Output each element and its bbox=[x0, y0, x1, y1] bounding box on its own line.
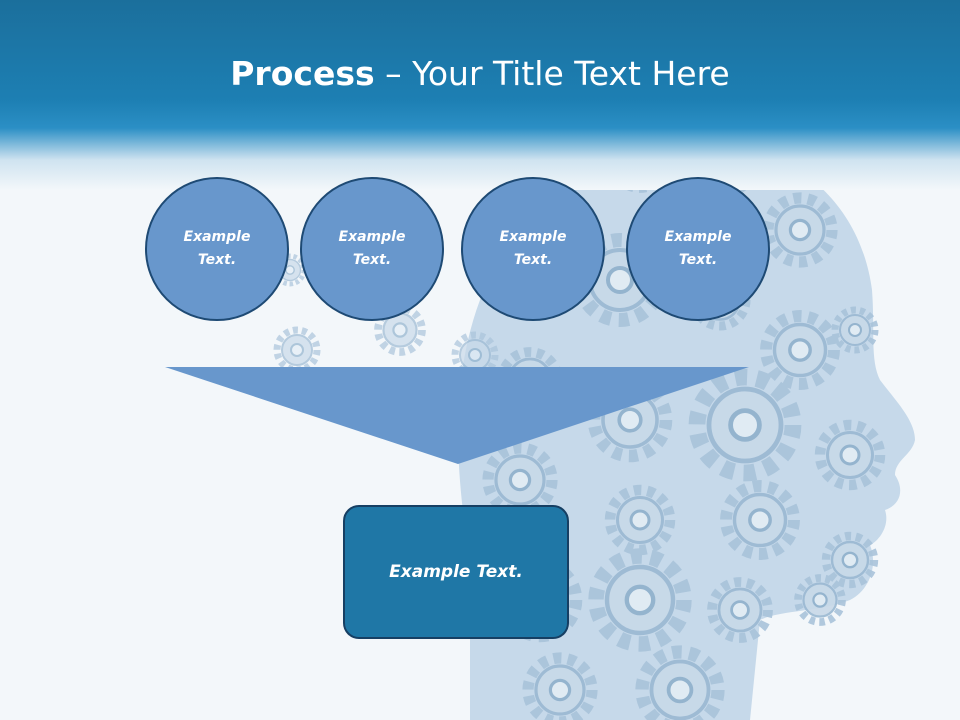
title-rest: – Your Title Text Here bbox=[374, 54, 730, 93]
step-circle-4: Example Text. bbox=[626, 177, 770, 321]
step-label: Example Text. bbox=[664, 229, 732, 268]
step-label: Example Text. bbox=[499, 229, 567, 268]
title-bold: Process bbox=[230, 54, 375, 93]
result-label: Example Text. bbox=[389, 562, 523, 582]
step-label: Example Text. bbox=[338, 229, 406, 268]
step-label: Example Text. bbox=[183, 229, 251, 268]
step-circle-2: Example Text. bbox=[300, 177, 444, 321]
result-box: Example Text. bbox=[343, 505, 569, 639]
page-title: Process – Your Title Text Here bbox=[0, 52, 960, 96]
step-circle-1: Example Text. bbox=[145, 177, 289, 321]
step-circle-3: Example Text. bbox=[461, 177, 605, 321]
header-band bbox=[0, 0, 960, 190]
